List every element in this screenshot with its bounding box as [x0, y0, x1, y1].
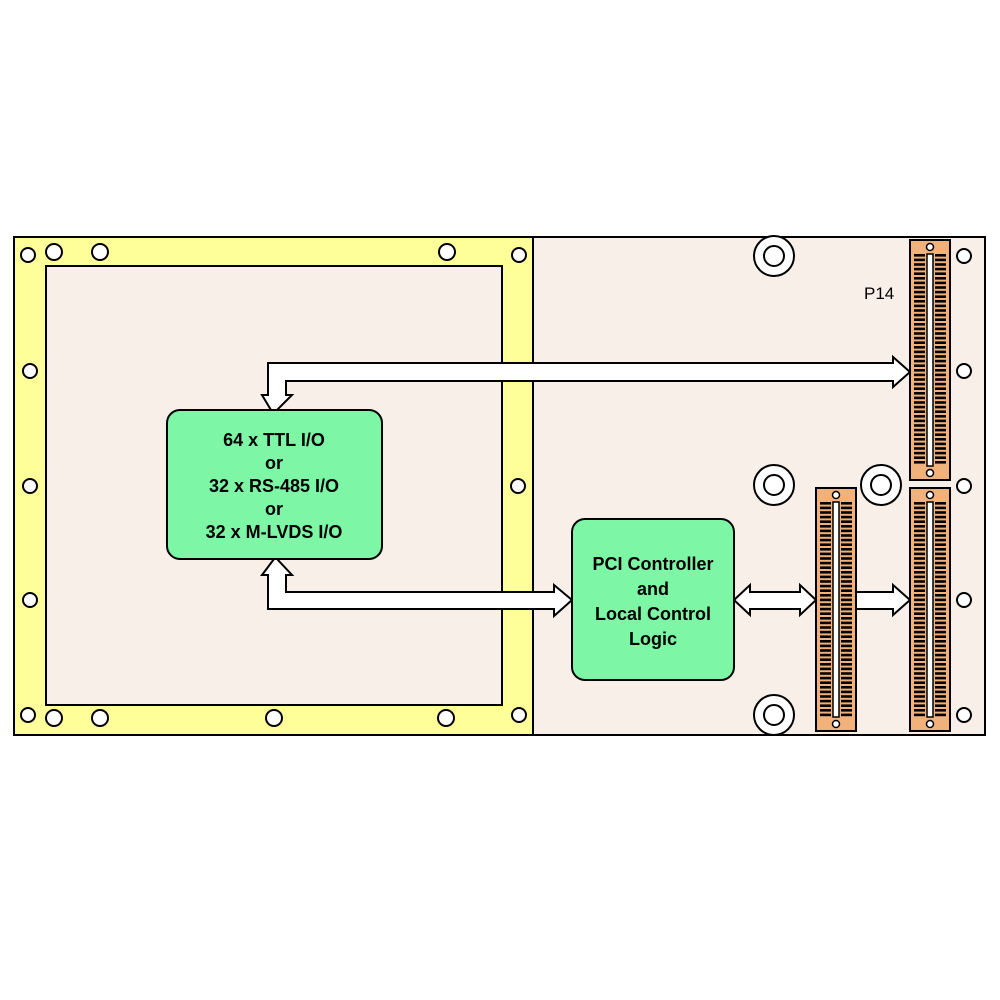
pci-block-line-4: Logic: [629, 629, 677, 649]
io-block-line-3: 32 x RS-485 I/O: [209, 476, 339, 496]
io-block-line-4: or: [265, 499, 283, 519]
arrow-connector-to-p14: [855, 582, 912, 618]
io-block-line-5: 32 x M-LVDS I/O: [206, 522, 343, 542]
pci-block-line-1: PCI Controller: [592, 554, 713, 574]
io-block-line-1: 64 x TTL I/O: [223, 430, 325, 450]
standoffs: [753, 235, 902, 736]
edge-holes: [956, 248, 972, 723]
signal-arrows: [260, 354, 912, 619]
arrow-io-to-pci: [260, 558, 574, 619]
connector-p14-upper: [909, 239, 951, 481]
mezzanine-frame: [13, 236, 534, 736]
pci-controller-block: [571, 518, 735, 681]
connector-middle: [815, 487, 857, 732]
arrow-io-to-p14: [260, 354, 912, 411]
pci-block-line-3: Local Control: [595, 604, 711, 624]
io-block: [166, 409, 383, 560]
connectors: [815, 239, 951, 732]
p14-label: P14: [864, 284, 894, 303]
connector-p14-lower: [909, 487, 951, 732]
pci-block-line-2: and: [637, 579, 669, 599]
io-block-line-2: or: [265, 453, 283, 473]
